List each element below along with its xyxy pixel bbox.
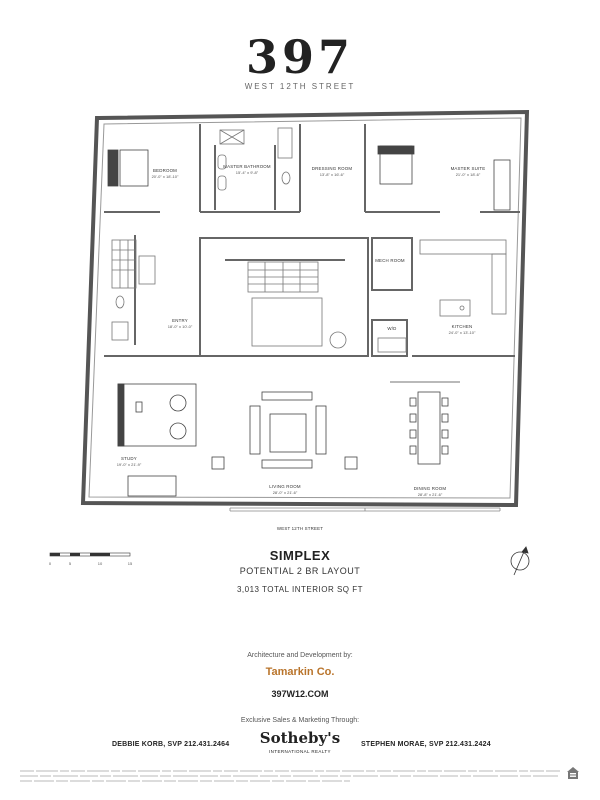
room-label-bedroom: BEDROOM: [153, 168, 177, 173]
architect-label: Architecture and Development by:: [247, 652, 353, 659]
bedroom-furniture: [107, 145, 511, 211]
brokerage-subtitle: INTERNATIONAL REALTY: [269, 749, 331, 754]
room-dims: 24'-0" x 13'-10": [449, 330, 476, 335]
room-label-master-bathroom: MASTER BATHROOM: [223, 164, 271, 169]
street-label: WEST 12TH STREET: [277, 526, 323, 531]
scale-label: 0: [49, 561, 52, 566]
room-label-dining-room: DINING ROOM: [414, 486, 447, 491]
living-furniture: [117, 381, 460, 497]
plan-subtitle: POTENTIAL 2 BR LAYOUT: [239, 566, 361, 576]
equal-housing-icon: [567, 767, 579, 779]
stairs: [247, 261, 347, 349]
exterior-wall-inner: [88, 117, 522, 499]
building-street: WEST 12TH STREET: [244, 82, 356, 91]
agent-left-contact: DEBBIE KORB, SVP 212.431.2464: [112, 741, 230, 748]
scale-label: 10: [98, 561, 103, 566]
room-dims: 28'-0" x 21'-6": [273, 490, 298, 495]
sales-label: Exclusive Sales & Marketing Through:: [240, 717, 360, 724]
room-label-entry: ENTRY: [172, 318, 188, 323]
room-dims: 19'-0" x 21'-9": [117, 462, 142, 467]
room-dims: 21'-0" x 18'-6": [456, 172, 481, 177]
scale-labels: 0 5 10 15: [49, 561, 133, 566]
disclaimer-text: [20, 770, 560, 782]
room-dims: 20'-0" x 18'-10": [152, 174, 179, 179]
agent-right-contact: STEPHEN MORAE, SVP 212.431.2424: [361, 741, 491, 748]
scale-label: 5: [69, 561, 72, 566]
room-dims: 18'-0" x 10'-0": [168, 324, 193, 329]
bathroom-fixtures: [111, 127, 293, 341]
kitchen-fixtures: [377, 239, 507, 353]
room-label-living-room: LIVING ROOM: [269, 484, 301, 489]
exterior-walls: [80, 109, 530, 508]
scale-bar: 0 5 10 15: [49, 552, 133, 566]
building-number: 397: [245, 30, 355, 84]
room-label-dressing-room: DRESSING ROOM: [312, 166, 353, 171]
plan-area: 3,013 TOTAL INTERIOR SQ FT: [236, 585, 364, 594]
brokerage-logo: Sotheby's: [259, 729, 341, 747]
room-label-kitchen: KITCHEN: [452, 324, 473, 329]
scale-label: 15: [128, 561, 133, 566]
website-link[interactable]: 397W12.COM: [271, 689, 329, 699]
room-label-study: STUDY: [121, 456, 137, 461]
room-dims: 28'-8" x 21'-6": [418, 492, 443, 497]
room-dims: 15'-4" x 9'-8": [236, 170, 259, 175]
north-arrow-icon: [510, 546, 530, 576]
room-label-mech-room: MECH ROOM: [375, 258, 405, 263]
room-dims: 13'-8" x 16'-6": [320, 172, 345, 177]
interior-walls: [104, 124, 520, 357]
window-strip: [229, 507, 501, 512]
plan-title: SIMPLEX: [269, 548, 331, 563]
room-label-w-d: W/D: [387, 326, 396, 331]
room-label-master-suite: MASTER SUITE: [451, 166, 486, 171]
architect-firm: Tamarkin Co.: [265, 666, 335, 678]
